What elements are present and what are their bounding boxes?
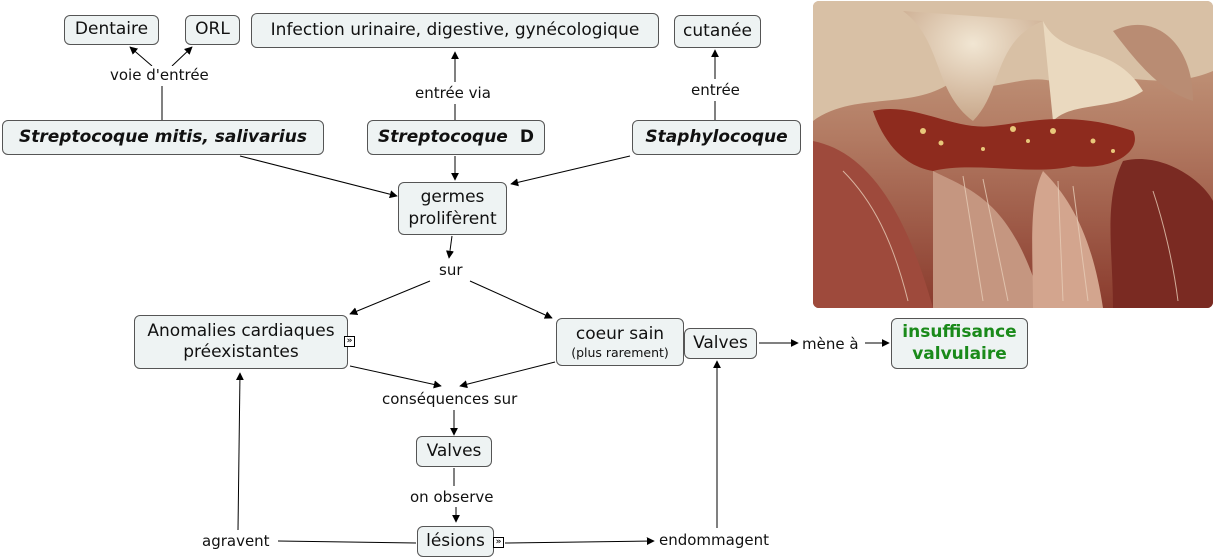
node-infection[interactable]: Infection urinaire, digestive, gynécolog… xyxy=(251,13,659,48)
node-streptocoque-mitis-label: Streptocoque mitis, salivarius xyxy=(19,126,307,147)
node-cutanee-label: cutanée xyxy=(683,20,752,41)
node-streptocoque-d[interactable]: Streptocoque D xyxy=(367,120,545,155)
node-dentaire-label: Dentaire xyxy=(74,19,149,40)
link-on-observe: on observe xyxy=(408,488,496,506)
node-staphylocoque-label: Staphylocoque xyxy=(645,126,788,147)
node-valves-right[interactable]: Valves xyxy=(684,328,757,359)
node-germes-proliferent[interactable]: germes prolifèrent xyxy=(398,182,507,235)
node-germes-line2: prolifèrent xyxy=(408,208,497,229)
link-voie-entree: voie d'entrée xyxy=(108,66,211,84)
link-consequences-sur: conséquences sur xyxy=(380,390,520,408)
node-insuffisance-line2: valvulaire xyxy=(912,343,1007,364)
node-streptocoque-d-letter: D xyxy=(519,126,534,147)
node-dentaire[interactable]: Dentaire xyxy=(64,15,159,45)
node-orl[interactable]: ORL xyxy=(185,15,240,45)
node-coeur-line2: (plus rarement) xyxy=(571,344,669,360)
link-endommagent: endommagent xyxy=(657,531,771,549)
node-anomalies-line2: préexistantes xyxy=(183,342,299,362)
node-staphylocoque[interactable]: Staphylocoque xyxy=(632,120,801,155)
node-valves-center[interactable]: Valves xyxy=(416,436,492,467)
link-agravent: agravent xyxy=(200,532,272,550)
link-entree-via: entrée via xyxy=(413,84,493,102)
node-anomalies-line1: Anomalies cardiaques xyxy=(147,320,335,341)
node-anomalies-cardiaques[interactable]: Anomalies cardiaques préexistantes xyxy=(134,315,348,369)
node-valves-right-label: Valves xyxy=(693,332,748,353)
node-streptocoque-mitis[interactable]: Streptocoque mitis, salivarius xyxy=(2,120,324,155)
link-entree: entrée xyxy=(689,81,742,99)
node-valves-center-label: Valves xyxy=(426,440,482,461)
node-coeur-sain[interactable]: coeur sain (plus rarement) xyxy=(556,318,684,366)
node-insuffisance-valvulaire[interactable]: insuffisance valvulaire xyxy=(891,318,1028,369)
node-germes-line1: germes xyxy=(420,187,485,208)
node-infection-label: Infection urinaire, digestive, gynécolog… xyxy=(270,19,640,40)
node-lesions-label: lésions xyxy=(426,530,485,551)
link-mene-a: mène à xyxy=(800,335,861,353)
node-cutanee[interactable]: cutanée xyxy=(674,15,761,48)
node-coeur-line1: coeur sain xyxy=(575,323,665,344)
node-streptocoque-d-name: Streptocoque xyxy=(378,126,508,147)
link-sur: sur xyxy=(437,261,465,279)
node-insuffisance-line1: insuffisance xyxy=(902,322,1017,343)
node-orl-label: ORL xyxy=(195,19,230,40)
heart-valve-photo xyxy=(813,1,1213,308)
anomalies-expand-icon[interactable]: » xyxy=(344,336,355,347)
lesions-expand-icon[interactable]: » xyxy=(493,537,504,548)
node-lesions[interactable]: lésions xyxy=(417,526,494,557)
